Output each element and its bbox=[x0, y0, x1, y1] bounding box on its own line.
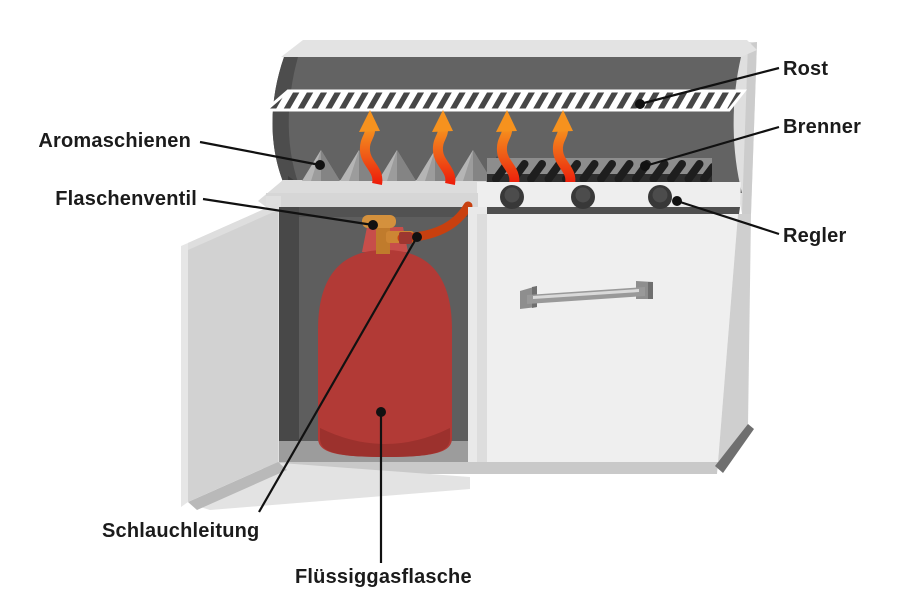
leader-line-brenner bbox=[644, 125, 780, 168]
leader-line-flaschenventil bbox=[202, 197, 374, 227]
label-aromaschienen: Aromaschienen bbox=[38, 130, 191, 152]
label-regler: Regler bbox=[783, 225, 847, 247]
door-face bbox=[188, 203, 278, 502]
leader-lines bbox=[199, 66, 780, 563]
label-rost: Rost bbox=[783, 58, 829, 80]
label-fluessiggasflasche: Flüssiggasflasche bbox=[295, 566, 472, 588]
label-brenner: Brenner bbox=[783, 116, 862, 138]
hood-left-side bbox=[272, 57, 302, 193]
bottle-body bbox=[318, 250, 452, 457]
drawer-front bbox=[487, 214, 738, 462]
leader-line-regler bbox=[676, 199, 780, 236]
leader-line-rost bbox=[639, 66, 780, 106]
drawer-handle bbox=[520, 281, 653, 309]
regler-knobs bbox=[500, 185, 672, 209]
label-schlauchleitung: Schlauchleitung bbox=[102, 520, 260, 542]
label-flaschenventil: Flaschenventil bbox=[55, 188, 197, 210]
grill-right-side-panel bbox=[731, 42, 757, 214]
rost-grate bbox=[261, 89, 748, 112]
leader-dots bbox=[315, 99, 682, 417]
leader-line-schlauchleitung bbox=[258, 236, 418, 513]
brenner-burners bbox=[487, 158, 712, 183]
base-bevel bbox=[715, 424, 754, 473]
cabinet-door-open bbox=[181, 203, 470, 510]
drawer-section bbox=[262, 207, 754, 474]
hood-top-face bbox=[281, 40, 757, 57]
cart-right-face bbox=[718, 214, 751, 462]
gas-hose bbox=[397, 201, 473, 244]
leader-line-aromaschienen bbox=[199, 140, 321, 167]
